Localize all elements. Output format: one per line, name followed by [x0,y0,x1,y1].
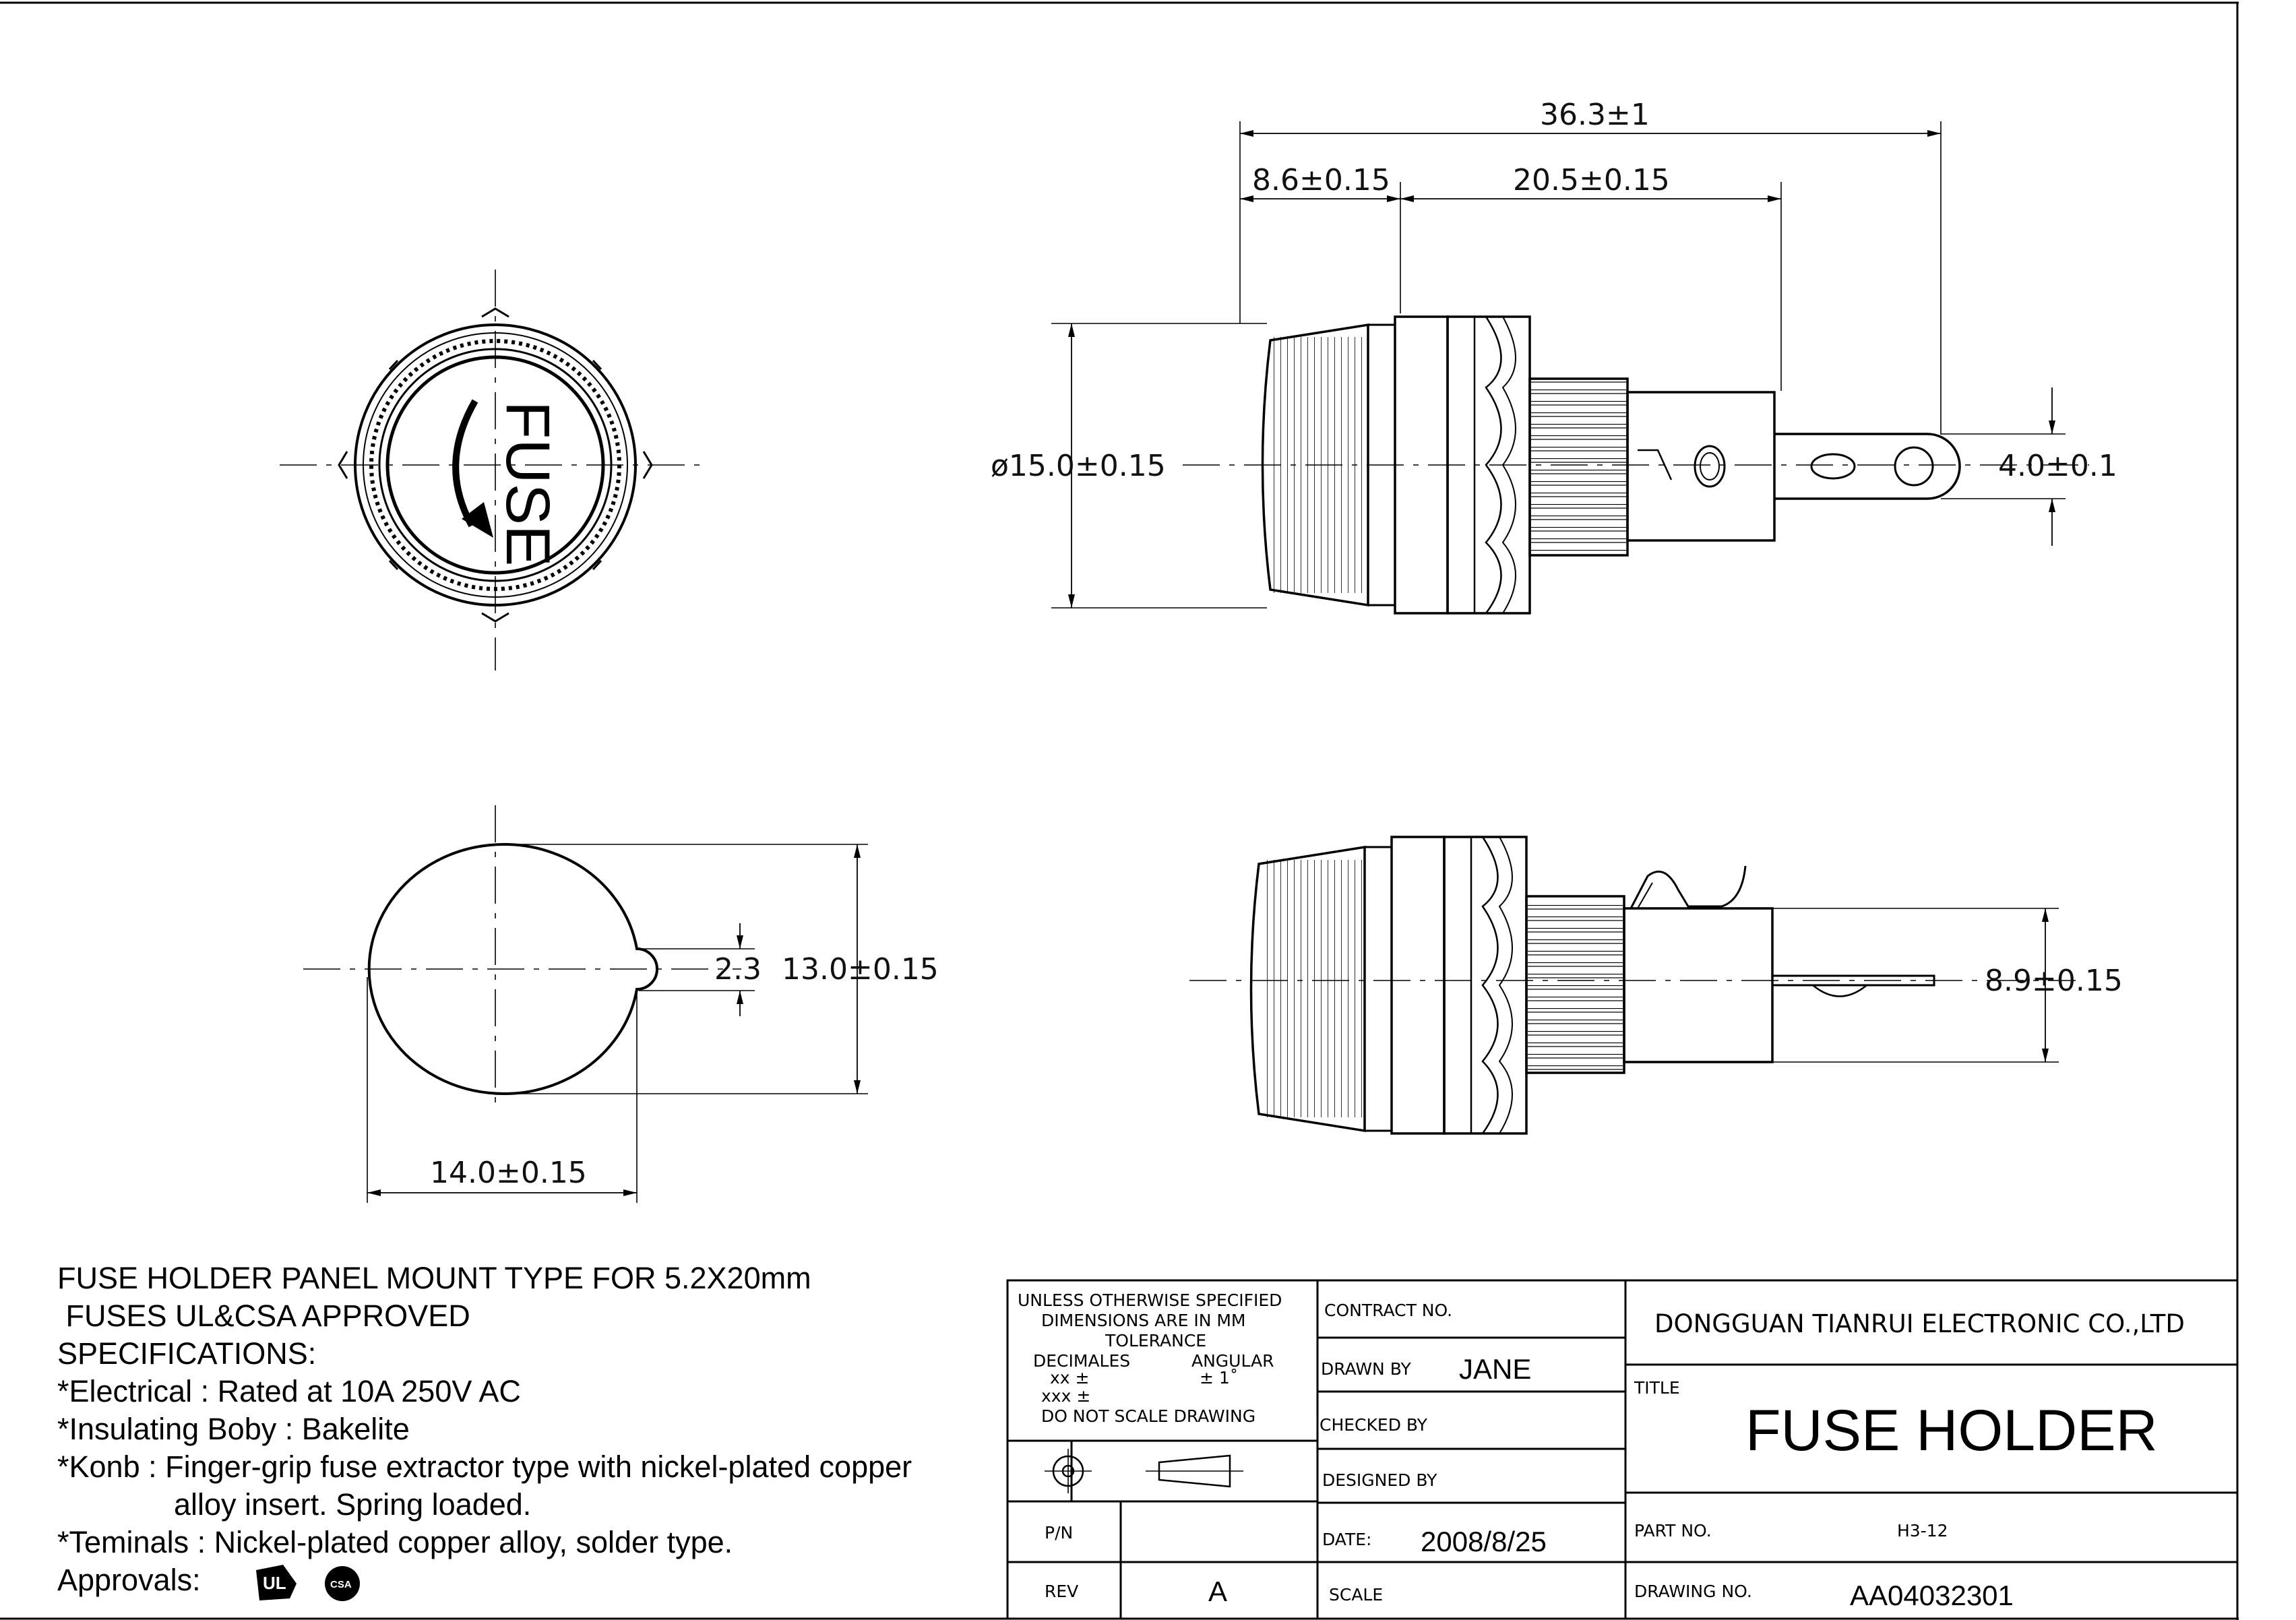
spec-line-8: *Teminals : Nickel-plated copper alloy, … [57,1525,733,1559]
csa-logo: CSA [325,1566,360,1601]
dim-cap-length: 8.6±0.15 [1252,163,1390,197]
rev-value: A [1208,1576,1227,1607]
angular-label: ANGULAR [1191,1351,1274,1371]
spec-line-2: FUSES UL&CSA APPROVED [57,1299,470,1333]
front-view-cap [280,270,704,671]
approvals-label: Approvals: [57,1563,201,1597]
company-name: DONGGUAN TIANRUI ELECTRONIC CO.,LTD [1654,1309,2185,1338]
date-value: 2008/8/25 [1421,1526,1547,1557]
tolerance-line-2: DIMENSIONS ARE IN MM [1041,1311,1246,1330]
dim-terminal-height: 8.9±0.15 [1985,964,2123,998]
drawing-no-label: DRAWING NO. [1634,1582,1752,1601]
svg-text:UL: UL [263,1573,286,1593]
panel-cutout-view [303,805,868,1203]
projection-symbol [1045,1449,1243,1493]
ul-logo: UL [256,1565,297,1600]
checked-by-label: CHECKED BY [1320,1415,1428,1435]
do-not-scale: DO NOT SCALE DRAWING [1041,1406,1255,1426]
dim-panel-cut-height: 13.0±0.15 [782,952,939,987]
rev-label: REV [1045,1582,1078,1601]
spec-line-3: SPECIFICATIONS: [57,1336,316,1371]
svg-text:CSA: CSA [330,1579,352,1590]
designed-by-label: DESIGNED BY [1322,1470,1437,1490]
specifications-block: FUSE HOLDER PANEL MOUNT TYPE FOR 5.2X20m… [57,1261,912,1601]
xx-label: xx ± [1050,1368,1089,1388]
scale-label: SCALE [1329,1585,1383,1605]
title-label: TITLE [1634,1378,1680,1398]
dim-overall-length: 36.3±1 [1540,98,1650,132]
drawn-by-value: JANE [1459,1353,1531,1385]
side-view-bottom [1189,836,2076,1135]
cap-label: FUSE [493,401,562,566]
dim-panel-cut-width: 14.0±0.15 [430,1156,587,1190]
part-no-label: PART NO. [1634,1521,1712,1540]
date-label: DATE: [1322,1530,1371,1549]
dim-key-width: 2.3 [714,952,762,987]
contract-label: CONTRACT NO. [1324,1301,1452,1320]
spec-line-7: alloy insert. Spring loaded. [174,1487,531,1522]
tolerance-line-3: TOLERANCE [1105,1331,1206,1350]
spec-line-5: *Insulating Boby : Bakelite [57,1412,410,1446]
part-no-value: H3-12 [1897,1521,1948,1540]
drawing-no-value: AA04032301 [1850,1580,2014,1611]
spec-line-6: *Konb : Finger-grip fuse extractor type … [57,1450,912,1484]
dim-terminal-width: 4.0±0.1 [1998,449,2117,483]
spec-line-1: FUSE HOLDER PANEL MOUNT TYPE FOR 5.2X20m… [57,1261,811,1295]
dim-diameter: ø15.0±0.15 [991,449,1166,483]
xxx-label: xxx ± [1041,1386,1090,1406]
tolerance-line-1: UNLESS OTHERWISE SPECIFIED [1018,1290,1282,1310]
title-value: FUSE HOLDER [1745,1398,2158,1463]
side-view-top [1051,121,2089,615]
spec-line-4: *Electrical : Rated at 10A 250V AC [57,1374,521,1408]
drawn-by-label: DRAWN BY [1321,1359,1411,1379]
dim-body-length: 20.5±0.15 [1513,163,1670,197]
title-block [1006,1279,2239,1620]
rotation-arrow [452,399,478,528]
decimales-label: DECIMALES [1033,1351,1130,1371]
pn-label: P/N [1045,1523,1073,1543]
angle-value: ± 1˚ [1200,1368,1238,1388]
